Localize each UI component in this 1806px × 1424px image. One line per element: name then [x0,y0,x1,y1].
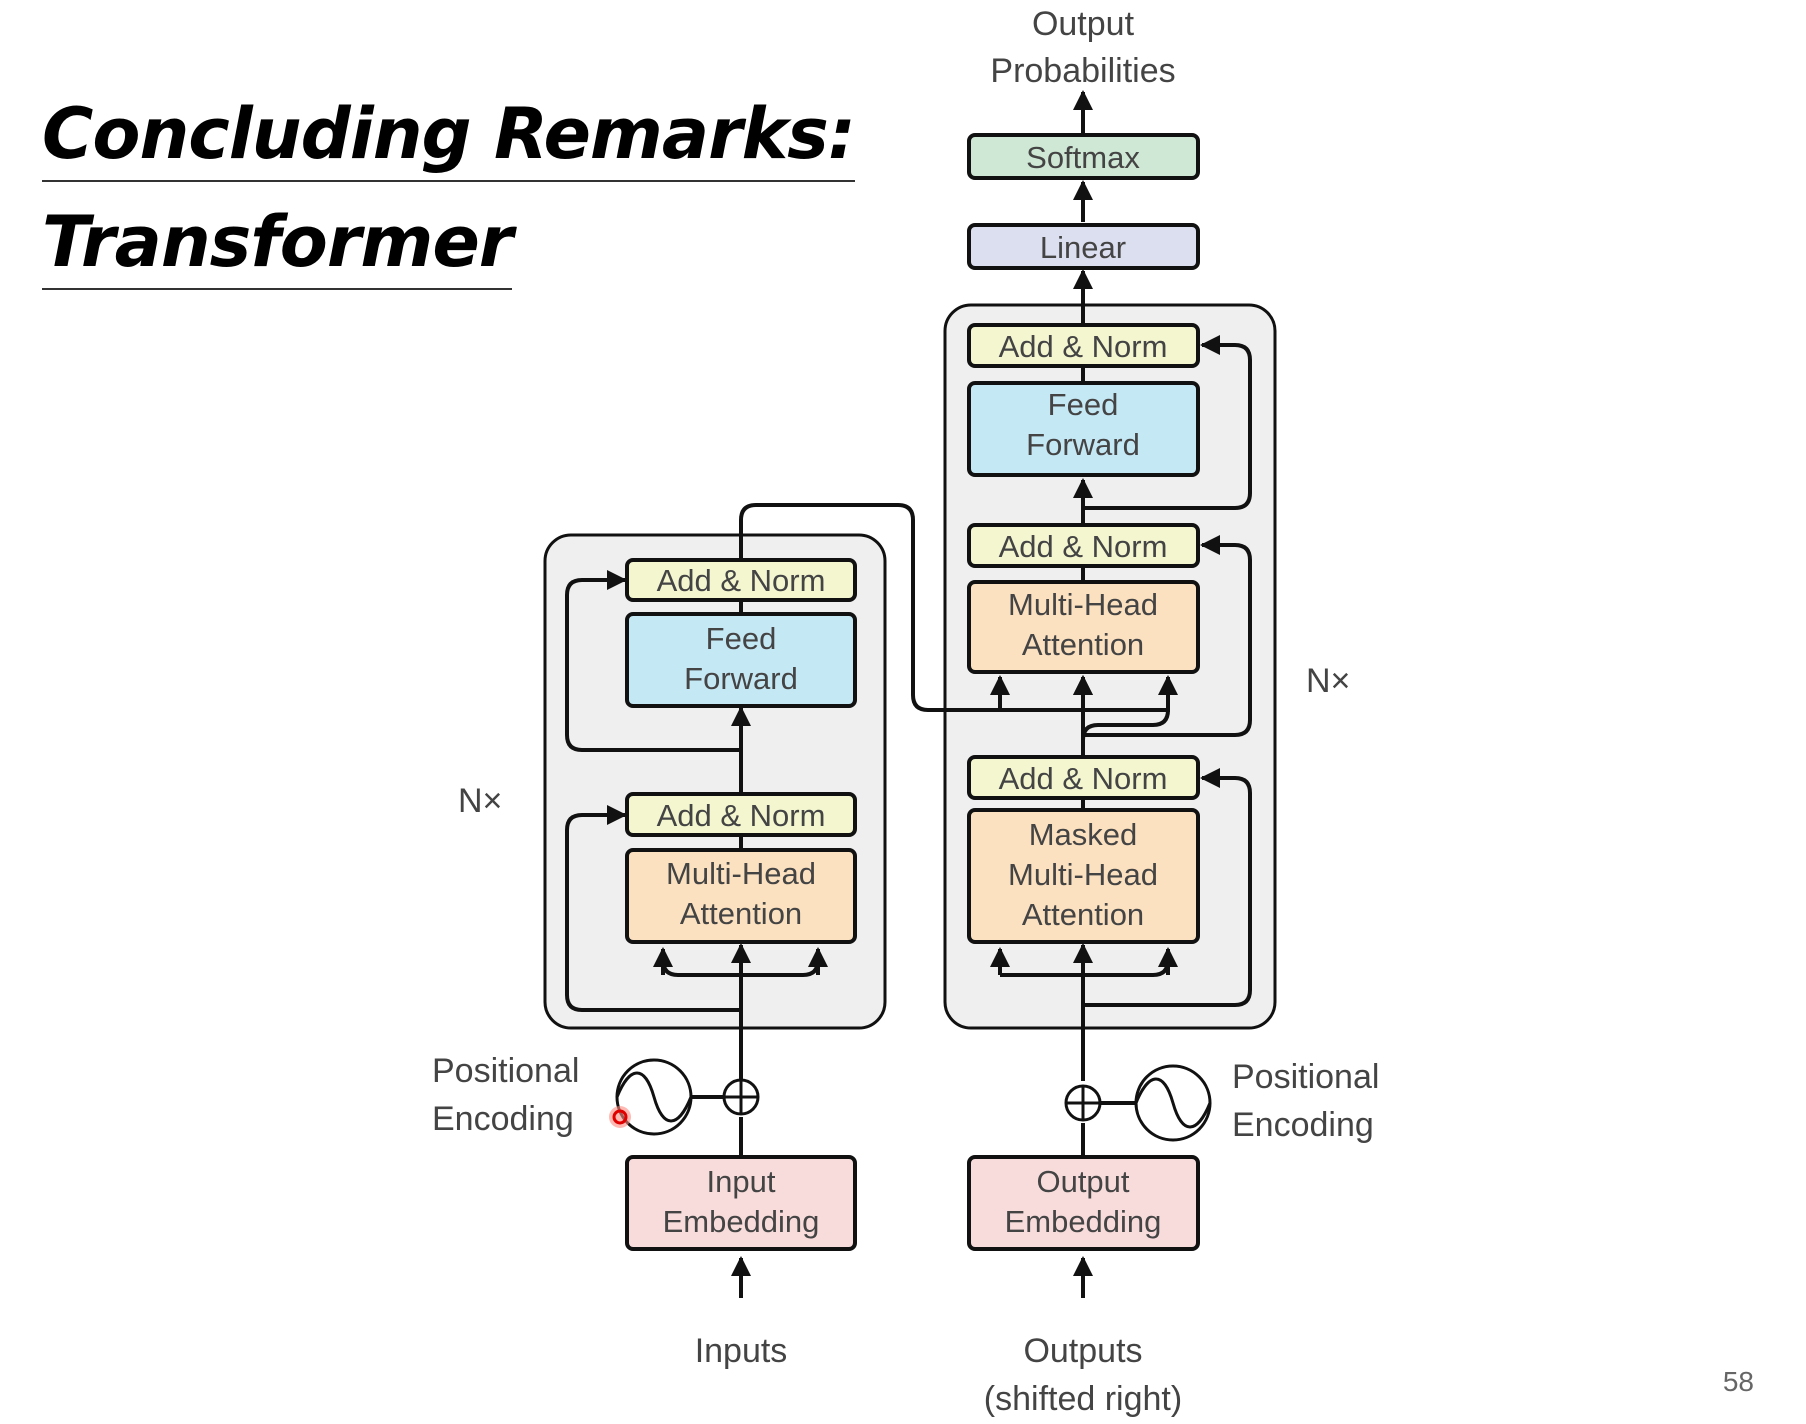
input-embedding-box [625,1155,857,1251]
decoder-add-norm-1-label: Add & Norm [999,761,1168,796]
decoder-repeat-label: N× [1306,662,1350,700]
decoder-masked-attention-label-2: Multi-Head [1008,857,1158,892]
decoder-add-norm-3-label: Add & Norm [999,329,1168,364]
decoder-add-norm-2 [967,523,1200,568]
decoder-add-norm-1 [967,755,1200,800]
decoder-positional-label-1: Positional [1232,1058,1379,1096]
encoder-attention-label-2: Attention [680,896,802,931]
decoder-feed-forward [967,381,1200,477]
input-embedding-label-1: Input [707,1164,776,1199]
encoder-repeat-label: N× [458,782,502,820]
output-label-line-1: Output [1032,5,1135,43]
decoder-masked-attention-label-3: Attention [1022,897,1144,932]
encoder-feed-forward-label-2: Forward [684,661,798,696]
input-embedding-label-2: Embedding [663,1204,820,1239]
inputs-label: Inputs [695,1332,788,1370]
output-embedding-box [967,1155,1200,1251]
linear-box [967,223,1200,270]
encoder-feed-forward [625,612,857,708]
output-embedding-label-2: Embedding [1005,1204,1162,1239]
cursor-marker [612,1109,628,1125]
outputs-label-line-1: Outputs [1023,1332,1142,1370]
decoder-cross-attention-label-2: Attention [1022,627,1144,662]
decoder-cross-attention [967,580,1200,674]
encoder-positional-label-1: Positional [432,1052,579,1090]
encoder-attention [625,848,857,944]
encoder-add-norm-2-label: Add & Norm [657,563,826,598]
output-embedding-label-1: Output [1036,1164,1129,1199]
encoder-add-norm-1 [625,792,857,837]
decoder-feed-forward-label-2: Forward [1026,427,1140,462]
encoder-attention-label-1: Multi-Head [666,856,816,891]
softmax-box [967,133,1200,180]
slide-title-line-1: Concluding Remarks: [42,92,856,182]
page-number: 58 [1722,1366,1754,1397]
decoder-cross-attention-label-1: Multi-Head [1008,587,1158,622]
slide-title-line-2: Transformer [42,200,513,290]
encoder-feed-forward-label-1: Feed [706,621,777,656]
encoder-positional-label-2: Encoding [432,1100,574,1138]
decoder-masked-attention [967,808,1200,944]
decoder-feed-forward-label-1: Feed [1048,387,1119,422]
encoder-add-norm-1-label: Add & Norm [657,798,826,833]
output-label-line-2: Probabilities [990,52,1175,90]
outputs-label-line-2: (shifted right) [984,1380,1182,1418]
linear-label: Linear [1040,230,1126,265]
decoder-positional-label-2: Encoding [1232,1106,1374,1144]
softmax-label: Softmax [1026,140,1140,175]
decoder-masked-attention-label-1: Masked [1029,817,1138,852]
encoder-add-norm-2 [625,558,857,602]
cursor-highlight [609,1106,631,1128]
decoder-add-norm-3 [967,323,1200,368]
decoder-add-norm-2-label: Add & Norm [999,529,1168,564]
encoder-block [543,533,887,1030]
